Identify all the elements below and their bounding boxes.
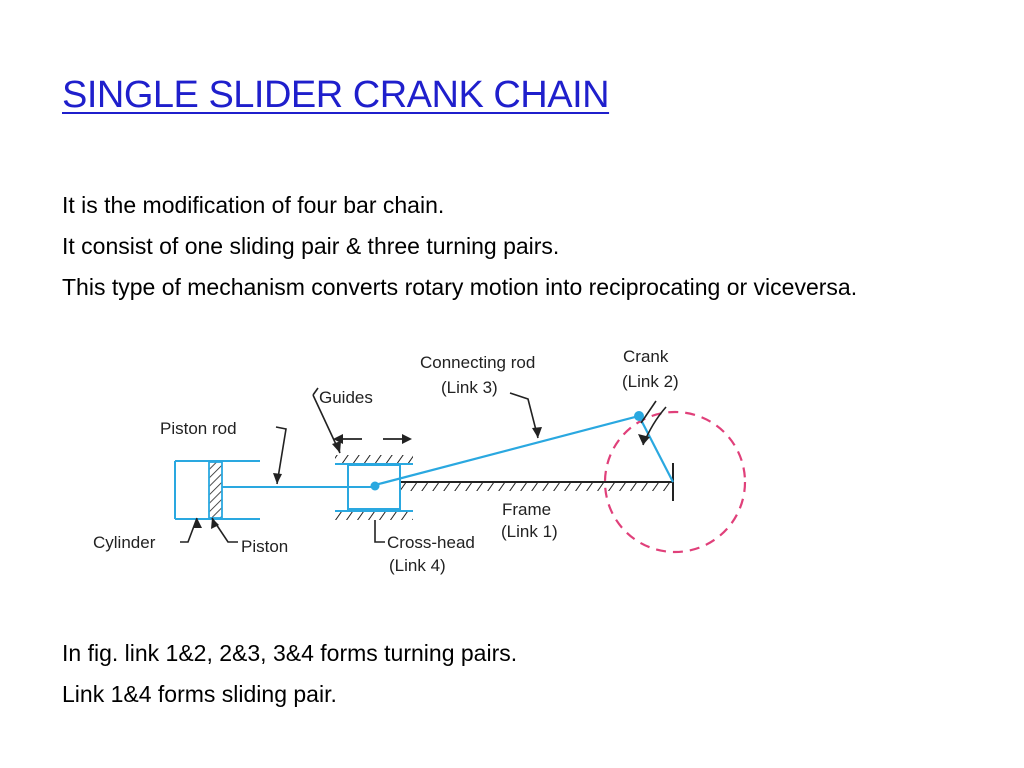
- crank-path-circle: [603, 410, 747, 554]
- label-guides: Guides: [319, 388, 373, 407]
- crank-link: [638, 415, 674, 483]
- intro-line-3: This type of mechanism converts rotary m…: [62, 274, 858, 300]
- slide-title: SINGLE SLIDER CRANK CHAIN: [62, 74, 610, 116]
- intro-line-2: It consist of one sliding pair & three t…: [62, 233, 560, 259]
- label-connecting-rod-link: (Link 3): [441, 378, 498, 397]
- intro-line-1: It is the modification of four bar chain…: [62, 192, 445, 218]
- label-crank: Crank: [623, 347, 669, 366]
- label-piston-rod: Piston rod: [160, 419, 237, 438]
- note-line-2: Link 1&4 forms sliding pair.: [62, 681, 337, 707]
- intro-text: It is the modification of four bar chain…: [62, 185, 857, 308]
- frame-link-1: [400, 481, 673, 491]
- label-cross-head-link: (Link 4): [389, 556, 446, 575]
- gudgeon-pin-joint: [370, 481, 380, 491]
- connecting-rod: [374, 414, 640, 487]
- slider-crank-diagram: Connecting rod (Link 3) Crank (Link 2) G…: [93, 347, 747, 575]
- label-connecting-rod: Connecting rod: [420, 353, 535, 372]
- label-frame: Frame: [502, 500, 551, 519]
- cylinder: [174, 460, 260, 520]
- notes-text: In fig. link 1&2, 2&3, 3&4 forms turning…: [62, 633, 517, 715]
- label-piston: Piston: [241, 537, 288, 556]
- label-frame-link: (Link 1): [501, 522, 558, 541]
- crank-leader: [642, 406, 667, 446]
- note-line-1: In fig. link 1&2, 2&3, 3&4 forms turning…: [62, 640, 518, 666]
- label-cross-head: Cross-head: [387, 533, 475, 552]
- leader-arrowheads: [193, 427, 650, 529]
- crank-pin-joint: [634, 411, 644, 421]
- sliding-direction-arrow: [333, 434, 412, 444]
- label-crank-link: (Link 2): [622, 372, 679, 391]
- label-cylinder: Cylinder: [93, 533, 156, 552]
- leader-lines: [180, 387, 657, 543]
- cross-head: [347, 464, 401, 510]
- piston: [208, 461, 223, 519]
